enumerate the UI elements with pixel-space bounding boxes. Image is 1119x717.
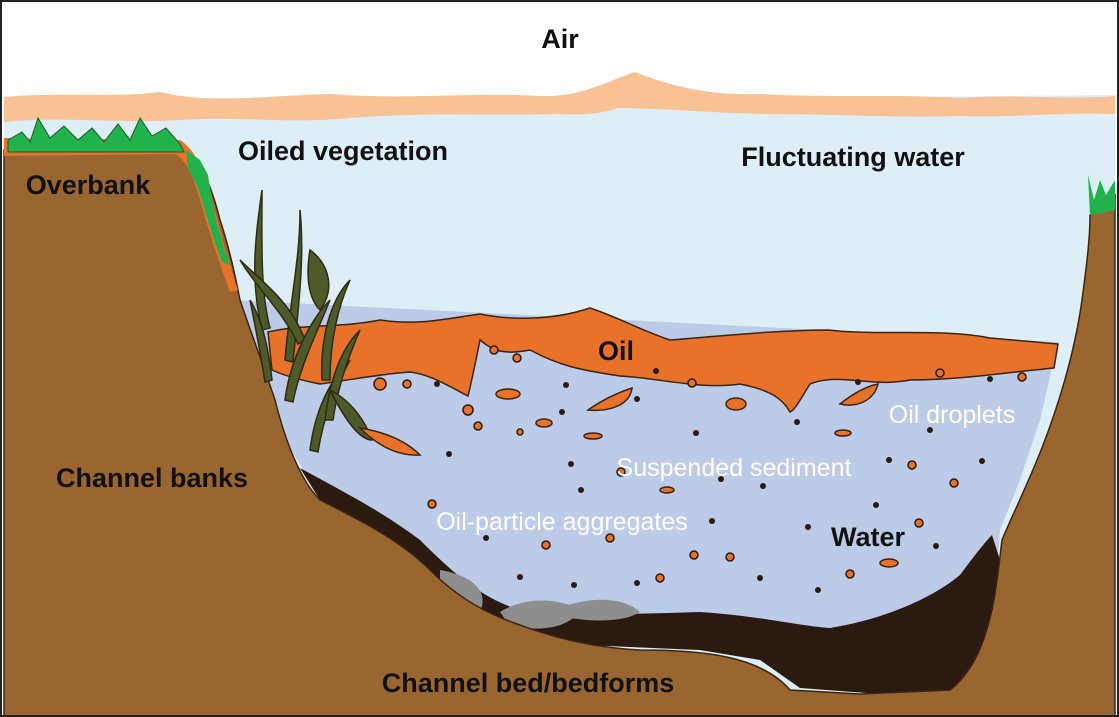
label-channel-banks: Channel banks — [56, 463, 248, 493]
label-air: Air — [541, 24, 579, 54]
bed-rock — [500, 600, 580, 629]
particle-dots — [373, 345, 1027, 593]
label-water: Water — [831, 522, 906, 552]
label-channel-bed: Channel bed/bedforms — [382, 668, 675, 698]
soil-ground — [3, 148, 1116, 717]
label-oil: Oil — [598, 336, 634, 366]
bed-sediment-layer — [300, 468, 1000, 694]
label-oiled-vegetation: Oiled vegetation — [238, 136, 448, 166]
fluctuating-water-band — [4, 72, 1115, 122]
label-oil-droplets: Oil droplets — [889, 401, 1015, 429]
label-overbank: Overbank — [26, 170, 152, 200]
oil-slick — [267, 307, 1059, 413]
label-oil-particle-aggregates: Oil-particle aggregates — [436, 508, 688, 536]
oil-blobs — [357, 383, 899, 568]
bed-rock — [440, 570, 483, 612]
label-fluctuating-water: Fluctuating water — [741, 142, 965, 172]
bank-grass — [186, 150, 230, 265]
label-suspended-sediment: Suspended sediment — [617, 454, 852, 482]
overbank-grass — [7, 116, 185, 153]
bed-rock — [565, 599, 640, 621]
oiled-bank-edge — [4, 138, 238, 292]
right-bank-grass — [1088, 175, 1115, 215]
